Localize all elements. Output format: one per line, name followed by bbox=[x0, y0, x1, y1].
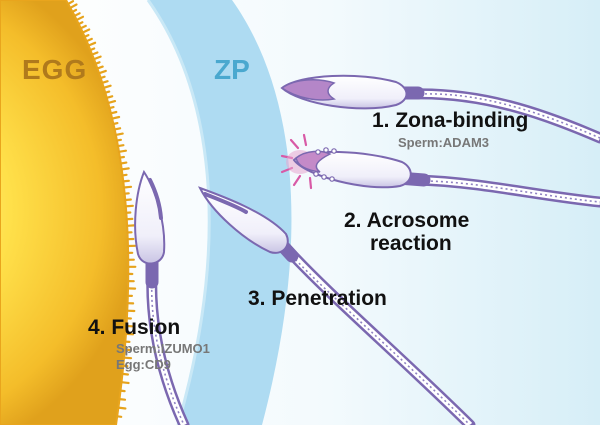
microvillus bbox=[87, 41, 97, 47]
egg-microvilli bbox=[67, 0, 137, 418]
microvillus bbox=[115, 138, 123, 142]
microvillus bbox=[94, 61, 101, 65]
microvillus bbox=[92, 55, 102, 61]
sperm-zona-binding bbox=[280, 74, 600, 144]
egg-label: EGG bbox=[22, 54, 88, 85]
sperm-4-tail-core bbox=[148, 271, 187, 425]
step-3-label: 3. Penetration bbox=[248, 287, 387, 310]
microvillus bbox=[124, 332, 135, 336]
microvillus bbox=[114, 132, 124, 136]
sperm-2-tail-dots bbox=[425, 180, 600, 203]
microvillus bbox=[113, 127, 122, 131]
sperm-fusion bbox=[134, 169, 190, 425]
sperm-2-acrosome-remnant bbox=[295, 150, 332, 173]
microvillus bbox=[96, 65, 104, 70]
microvillus bbox=[120, 167, 130, 171]
microvillus bbox=[77, 21, 84, 26]
microvillus bbox=[121, 372, 130, 376]
microvillus bbox=[122, 185, 133, 189]
microvillus bbox=[116, 415, 123, 418]
microvillus bbox=[67, 0, 75, 6]
sperm-2-vesicles bbox=[313, 147, 337, 182]
step-2-label-line1: 2. Acrosome bbox=[344, 209, 470, 232]
sperm-3-acrosome-cap bbox=[203, 192, 248, 214]
microvillus bbox=[102, 84, 112, 89]
microvillus bbox=[109, 110, 118, 115]
microvillus bbox=[98, 69, 107, 75]
microvillus bbox=[83, 33, 90, 38]
microvillus bbox=[73, 12, 81, 17]
microvillus bbox=[79, 24, 87, 30]
sperm-4-acrosome-cap bbox=[148, 178, 163, 220]
microvillus bbox=[124, 204, 134, 208]
microvillus bbox=[99, 75, 106, 80]
sperm-acrosome-reaction bbox=[280, 133, 600, 208]
zona-pellucida-inner-edge bbox=[146, 0, 211, 425]
zp-label: ZP bbox=[214, 54, 250, 85]
microvillus bbox=[122, 179, 130, 183]
sperm-3-tail-dots bbox=[291, 255, 471, 425]
microvillus bbox=[104, 90, 111, 94]
microvillus bbox=[75, 15, 85, 21]
microvillus bbox=[105, 95, 114, 99]
sperm-2-tail-core bbox=[417, 177, 600, 205]
microvillus bbox=[69, 3, 78, 9]
microvillus bbox=[111, 115, 121, 120]
microvillus bbox=[121, 173, 128, 177]
step-2-label-line2: reaction bbox=[370, 232, 452, 255]
microvillus bbox=[101, 80, 109, 84]
microvillus bbox=[108, 105, 115, 110]
microvillus bbox=[91, 51, 99, 56]
microvillus bbox=[112, 121, 119, 126]
microvillus bbox=[85, 37, 93, 43]
microvillus bbox=[107, 99, 117, 105]
microvillus bbox=[124, 198, 132, 202]
sperm-1-tail-dots bbox=[419, 93, 600, 139]
step-1-label: 1. Zona-binding bbox=[372, 109, 529, 132]
microvillus bbox=[118, 398, 127, 401]
microvillus bbox=[120, 381, 130, 385]
sperm-3-head bbox=[197, 186, 289, 254]
step-4-sperm-protein: Sperm:IZUMO1 bbox=[116, 341, 210, 356]
microvillus bbox=[71, 8, 78, 13]
sperm-penetration bbox=[197, 186, 476, 425]
microvillus bbox=[119, 389, 126, 393]
microvillus bbox=[117, 149, 128, 153]
microvillus bbox=[119, 161, 128, 165]
sperm-1-acrosome bbox=[280, 78, 337, 101]
microvillus bbox=[122, 356, 133, 360]
microvillus bbox=[116, 144, 125, 148]
microvillus bbox=[117, 406, 127, 410]
microvillus bbox=[118, 155, 126, 159]
microvillus bbox=[89, 47, 96, 52]
step-4-egg-protein: Egg:CD9 bbox=[116, 357, 171, 372]
step-4-label: 4. Fusion bbox=[88, 316, 181, 339]
step-1-protein: Sperm:ADAM3 bbox=[398, 135, 490, 150]
microvillus bbox=[81, 28, 91, 34]
